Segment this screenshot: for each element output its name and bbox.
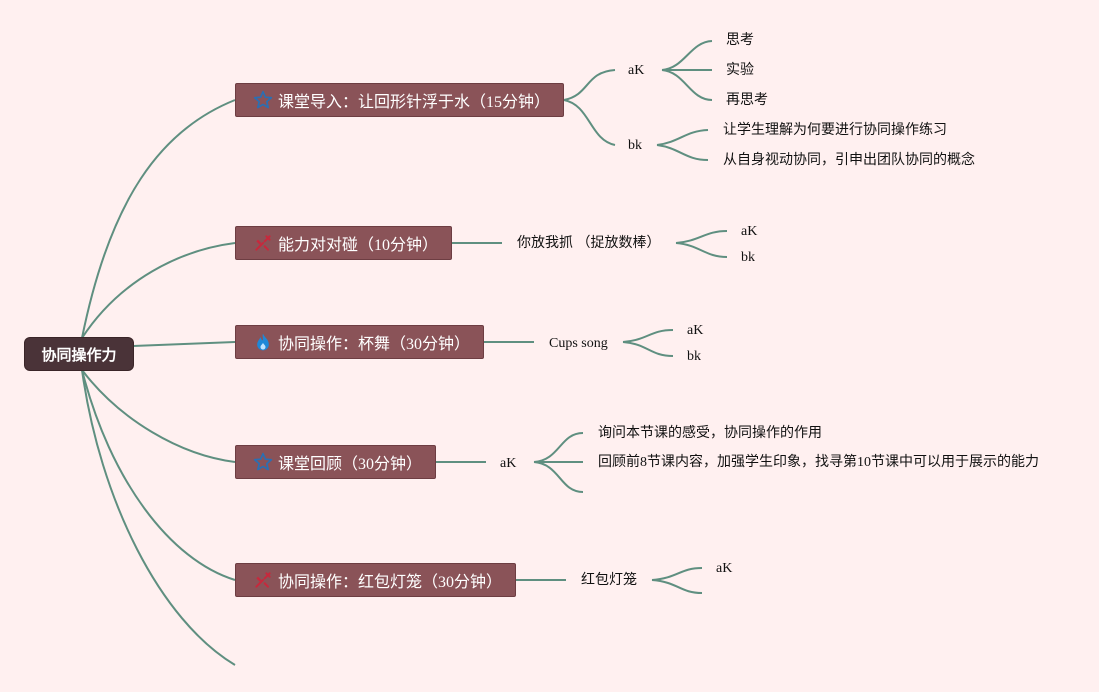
flame-icon: [252, 331, 274, 353]
leaf-node[interactable]: aK: [716, 561, 733, 576]
topic-cup-dance[interactable]: 协同操作：杯舞（30分钟）: [235, 325, 484, 359]
topic-label: 协同操作：杯舞（30分钟）: [278, 336, 471, 353]
leaf-node[interactable]: bk: [687, 349, 701, 364]
leaf-node[interactable]: 思考: [726, 33, 754, 48]
topic-label: 课堂回顾（30分钟）: [278, 456, 423, 473]
branch-label[interactable]: 你放我抓 （捉放数棒）: [517, 236, 661, 251]
star-outline-icon: [252, 451, 274, 473]
branch-label[interactable]: bk: [628, 138, 642, 153]
root-topic-label: 协同操作力: [41, 345, 117, 364]
star-outline-icon: [252, 89, 274, 111]
topic-label: 能力对对碰（10分钟）: [278, 237, 439, 254]
branch-label[interactable]: aK: [500, 456, 517, 471]
root-topic[interactable]: 协同操作力: [25, 338, 133, 370]
branch-label[interactable]: Cups song: [549, 336, 608, 351]
connector-root-topic4: [81, 369, 236, 463]
connector-root-topic3: [132, 341, 236, 347]
tools-icon: [252, 232, 274, 254]
connector-root-topic2: [81, 242, 236, 339]
topic-red-lantern[interactable]: 协同操作：红包灯笼（30分钟）: [235, 563, 516, 597]
leaf-node[interactable]: aK: [741, 224, 758, 239]
leaf-node[interactable]: 回顾前8节课内容，加强学生印象，找寻第10节课中可以用于展示的能力: [598, 455, 1039, 470]
topic-class-intro[interactable]: 课堂导入：让回形针浮于水（15分钟）: [235, 83, 564, 117]
branch-label[interactable]: 红包灯笼: [581, 573, 637, 588]
leaf-node[interactable]: 让学生理解为何要进行协同操作练习: [723, 123, 947, 138]
connector-root-extra: [81, 369, 236, 666]
branch-label[interactable]: aK: [628, 63, 645, 78]
leaf-node[interactable]: 再思考: [726, 93, 768, 108]
topic-ability-match[interactable]: 能力对对碰（10分钟）: [235, 226, 452, 260]
connector-root-topic1: [81, 99, 236, 339]
leaf-node[interactable]: aK: [687, 323, 704, 338]
leaf-node[interactable]: bk: [741, 250, 755, 265]
leaf-node[interactable]: 询问本节课的感受，协同操作的作用: [598, 426, 822, 441]
leaf-node[interactable]: 从自身视动协同，引申出团队协同的概念: [723, 153, 975, 168]
topic-label: 协同操作：红包灯笼（30分钟）: [278, 574, 503, 591]
connector-root-topic5: [81, 369, 236, 581]
tools-icon: [252, 569, 274, 591]
leaf-node[interactable]: 实验: [726, 63, 754, 78]
topic-class-review[interactable]: 课堂回顾（30分钟）: [235, 445, 436, 479]
topic-label: 课堂导入：让回形针浮于水（15分钟）: [278, 94, 551, 111]
